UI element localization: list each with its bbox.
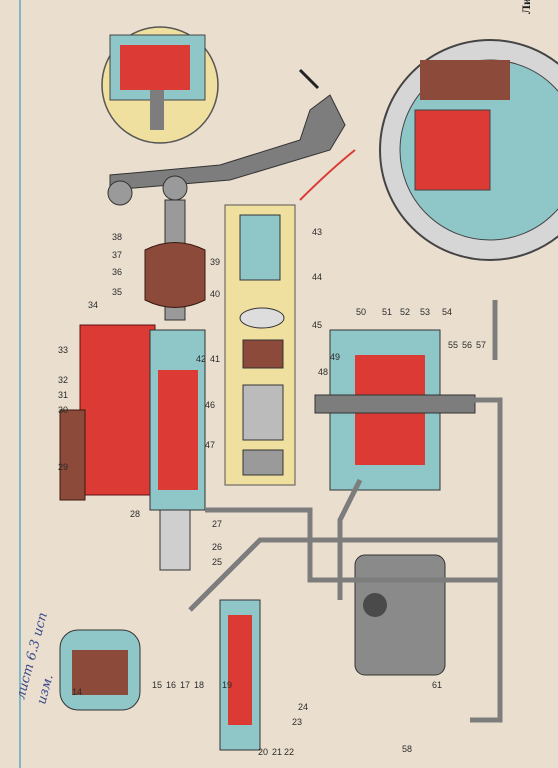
callout-39: 39 (210, 257, 220, 267)
callout-27: 27 (212, 519, 222, 529)
callout-22: 22 (284, 747, 294, 757)
callout-49: 49 (330, 352, 340, 362)
callout-44: 44 (312, 272, 322, 282)
callout-32: 32 (58, 375, 68, 385)
regulator-valve (314, 329, 476, 491)
callout-35: 35 (112, 287, 122, 297)
callout-16: 16 (166, 680, 176, 690)
callout-labels: 29 30 31 32 33 34 35 36 37 38 39 40 41 4… (58, 227, 486, 757)
brake-lines (188, 300, 503, 723)
callout-34: 34 (88, 300, 98, 310)
callout-51: 51 (382, 307, 392, 317)
callout-48: 48 (318, 367, 328, 377)
callout-41: 41 (210, 354, 220, 364)
callout-53: 53 (420, 307, 430, 317)
callout-58: 58 (402, 744, 412, 754)
callout-25: 25 (212, 557, 222, 567)
callout-55: 55 (448, 340, 458, 350)
master-cylinder (59, 199, 206, 571)
callout-29: 29 (58, 462, 68, 472)
distributor-valve (354, 554, 446, 676)
callout-15: 15 (152, 680, 162, 690)
callout-37: 37 (112, 250, 122, 260)
callout-56: 56 (462, 340, 472, 350)
callout-38: 38 (112, 232, 122, 242)
callout-43: 43 (312, 227, 322, 237)
callout-31: 31 (58, 390, 68, 400)
callout-50: 50 (356, 307, 366, 317)
callout-33: 33 (58, 345, 68, 355)
callout-36: 36 (112, 267, 122, 277)
callout-46: 46 (205, 400, 215, 410)
callout-54: 54 (442, 307, 452, 317)
callout-52: 52 (400, 307, 410, 317)
callout-23: 23 (292, 717, 302, 727)
sheet-label: Лист (519, 0, 533, 14)
callout-40: 40 (210, 289, 220, 299)
callout-17: 17 (180, 680, 190, 690)
callout-45: 45 (312, 320, 322, 330)
brake-pedal (107, 68, 356, 206)
callout-21: 21 (272, 747, 282, 757)
callout-20: 20 (258, 747, 268, 757)
handwritten-note-line-2: изм. (34, 673, 56, 706)
callout-24: 24 (298, 702, 308, 712)
callout-18: 18 (194, 680, 204, 690)
arrow-down-left-icon (298, 68, 320, 90)
drum-brake (379, 39, 558, 261)
inset-valve-detail (101, 26, 219, 144)
callout-14: 14 (72, 687, 82, 697)
callout-30: 30 (58, 405, 68, 415)
callout-28: 28 (130, 509, 140, 519)
callout-19: 19 (222, 680, 232, 690)
callout-42: 42 (196, 354, 206, 364)
callout-61: 61 (432, 680, 442, 690)
exploded-parts-panel (224, 204, 296, 486)
lower-chamber (59, 599, 261, 751)
callout-57: 57 (476, 340, 486, 350)
callout-26: 26 (212, 542, 222, 552)
callout-47: 47 (205, 440, 215, 450)
